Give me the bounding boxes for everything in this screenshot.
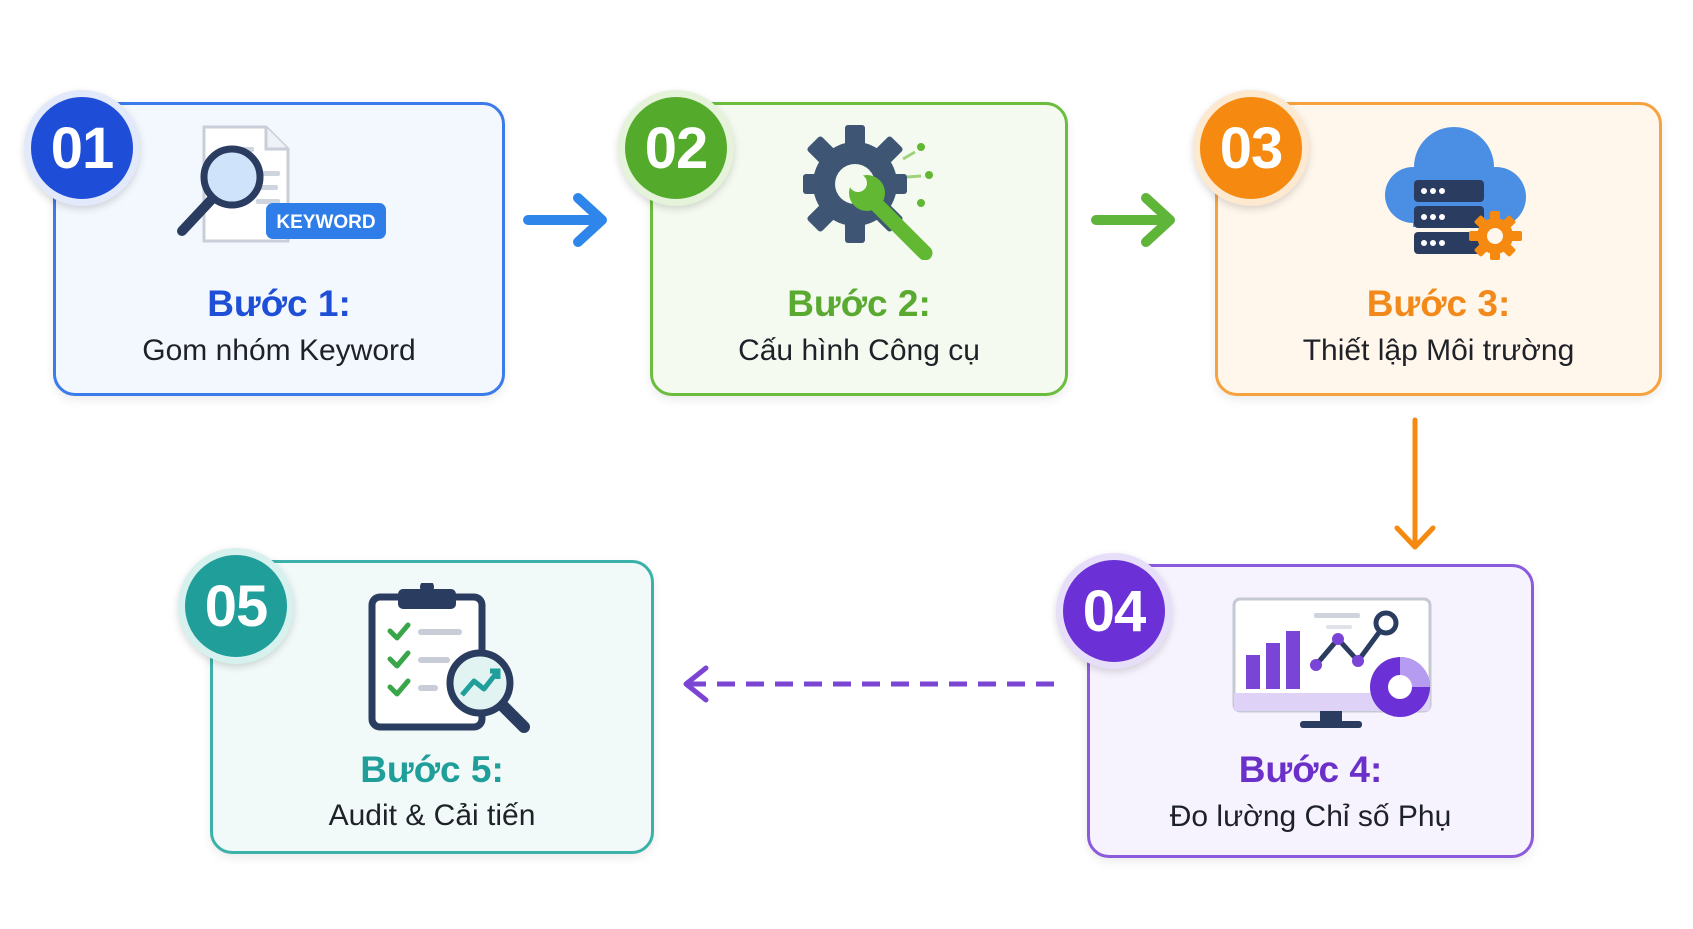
- arrow-2-to-3: [1091, 193, 1175, 247]
- step-1-card: KEYWORD Bước 1: Gom nhóm Keyword: [53, 102, 505, 396]
- keyword-label: KEYWORD: [276, 212, 375, 233]
- step-1-title: Bước 1:: [207, 283, 351, 324]
- step-3-title: Bước 3:: [1366, 283, 1511, 324]
- step-5-badge: 05: [178, 548, 294, 664]
- step-3-card: Bước 3: Thiết lập Môi trường: [1215, 102, 1662, 396]
- clipboard-audit-icon: [368, 583, 530, 733]
- gear-wrench-icon: [803, 125, 933, 260]
- keyword-search-icon: KEYWORD: [177, 125, 386, 243]
- step-4-subtitle: Đo lường Chỉ số Phụ: [1169, 800, 1452, 833]
- step-2-title: Bước 2:: [787, 283, 931, 324]
- step-4-card: Bước 4: Đo lường Chỉ số Phụ: [1087, 564, 1534, 858]
- arrow-3-to-4: [1394, 417, 1436, 550]
- step-5-title: Bước 5:: [360, 749, 504, 790]
- cloud-server-icon: [1385, 127, 1526, 260]
- step-5-subtitle: Audit & Cải tiến: [328, 799, 536, 832]
- step-3-subtitle: Thiết lập Môi trường: [1302, 334, 1575, 367]
- monitor-analytics-icon: [1232, 597, 1432, 728]
- step-4-badge: 04: [1056, 553, 1172, 669]
- arrow-1-to-2: [523, 193, 607, 247]
- step-1-subtitle: Gom nhóm Keyword: [142, 334, 416, 367]
- step-2-badge: 02: [618, 90, 734, 206]
- step-1-badge: 01: [24, 90, 140, 206]
- step-4-title: Bước 4:: [1238, 749, 1383, 790]
- step-2-subtitle: Cấu hình Công cụ: [738, 334, 980, 367]
- step-3-badge: 03: [1193, 90, 1309, 206]
- arrow-4-to-5: [683, 665, 1058, 703]
